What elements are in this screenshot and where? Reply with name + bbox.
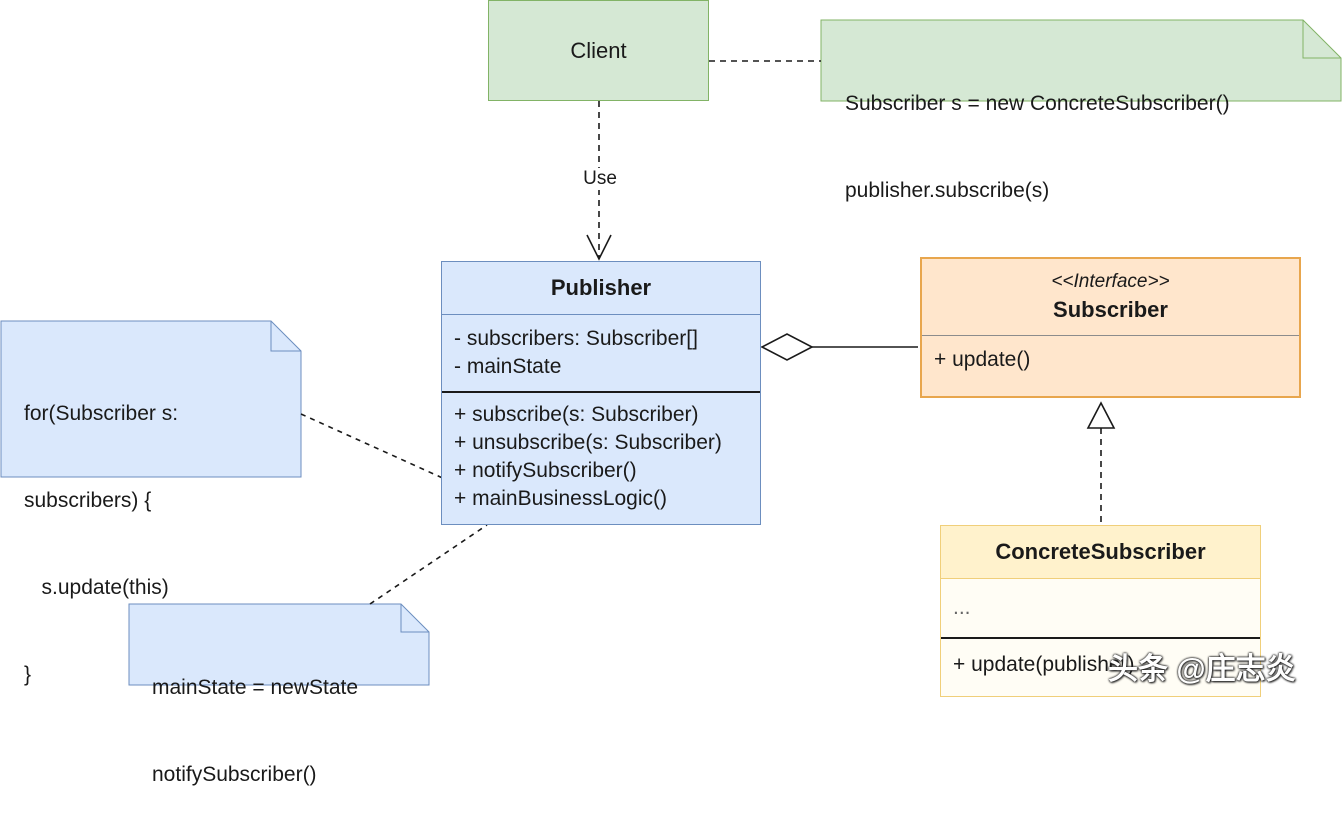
client-note-fold: [1302, 20, 1341, 59]
notify-note-line: subscribers) {: [24, 489, 152, 512]
publisher-class-header: Publisher: [442, 262, 760, 315]
logic-note-shape[interactable]: [128, 603, 430, 686]
client-label: Client: [570, 37, 627, 63]
realization-arrowhead: [1086, 401, 1116, 429]
notify-note-line: s.update(this): [24, 576, 169, 599]
publisher-operation: + notifySubscriber(): [454, 459, 637, 482]
notify-note-text: for(Subscriber s: subscribers) { s.updat…: [24, 341, 178, 718]
aggregation-diamond: [760, 333, 814, 361]
concrete-subscriber-name: ConcreteSubscriber: [995, 539, 1206, 564]
notify-note-line: }: [24, 663, 32, 686]
watermark-text: 头条 @庄志炎: [1108, 653, 1296, 686]
concrete-subscriber-class[interactable]: ConcreteSubscriber ... + update(publishe…: [940, 525, 1261, 697]
subscriber-interface-name: Subscriber: [1053, 297, 1168, 322]
logic-note-link: [369, 524, 488, 605]
concrete-subscriber-attribute: ...: [953, 596, 971, 619]
client-note-line: Subscriber s = new ConcreteSubscriber(): [845, 92, 1230, 115]
logic-note-line: mainState = newState: [152, 676, 359, 699]
subscriber-interface-header: <<Interface>> Subscriber: [922, 259, 1299, 336]
client-note-text: Subscriber s = new ConcreteSubscriber() …: [845, 31, 1230, 234]
subscriber-stereotype: <<Interface>>: [1051, 271, 1170, 292]
logic-note-text: mainState = newState notifySubscriber(): [152, 615, 358, 818]
publisher-operation: + subscribe(s: Subscriber): [454, 403, 699, 426]
use-label: Use: [572, 168, 628, 190]
publisher-attribute: - mainState: [454, 355, 562, 378]
publisher-attribute: - subscribers: Subscriber[]: [454, 327, 698, 350]
client-note-line: publisher.subscribe(s): [845, 179, 1050, 202]
use-dependency-arrowhead: [586, 234, 612, 261]
publisher-attributes: - subscribers: Subscriber[] - mainState: [442, 315, 760, 393]
publisher-operations: + subscribe(s: Subscriber) + unsubscribe…: [442, 393, 760, 513]
concrete-subscriber-operation: + update(publisher): [953, 653, 1135, 676]
notify-note-link: [300, 413, 448, 481]
publisher-operation: + mainBusinessLogic(): [454, 487, 668, 510]
subscriber-operations: + update(): [922, 336, 1299, 374]
logic-note-fold: [400, 604, 429, 633]
concrete-subscriber-attributes: ...: [941, 579, 1260, 639]
connectors-layer: [0, 19, 1342, 686]
subscriber-interface[interactable]: <<Interface>> Subscriber + update(): [920, 257, 1301, 398]
publisher-class[interactable]: Publisher - subscribers: Subscriber[] - …: [441, 261, 761, 525]
concrete-subscriber-header: ConcreteSubscriber: [941, 526, 1260, 579]
publisher-operation: + unsubscribe(s: Subscriber): [454, 431, 722, 454]
client-box[interactable]: Client: [488, 0, 709, 101]
notify-note-fold: [270, 321, 301, 352]
logic-note-line: notifySubscriber(): [152, 763, 317, 786]
subscriber-operation: + update(): [934, 348, 1031, 371]
publisher-class-name: Publisher: [550, 275, 652, 300]
client-note-shape[interactable]: [820, 19, 1342, 102]
notify-note-line: for(Subscriber s:: [24, 402, 179, 425]
concrete-subscriber-operations: + update(publisher): [941, 639, 1260, 679]
